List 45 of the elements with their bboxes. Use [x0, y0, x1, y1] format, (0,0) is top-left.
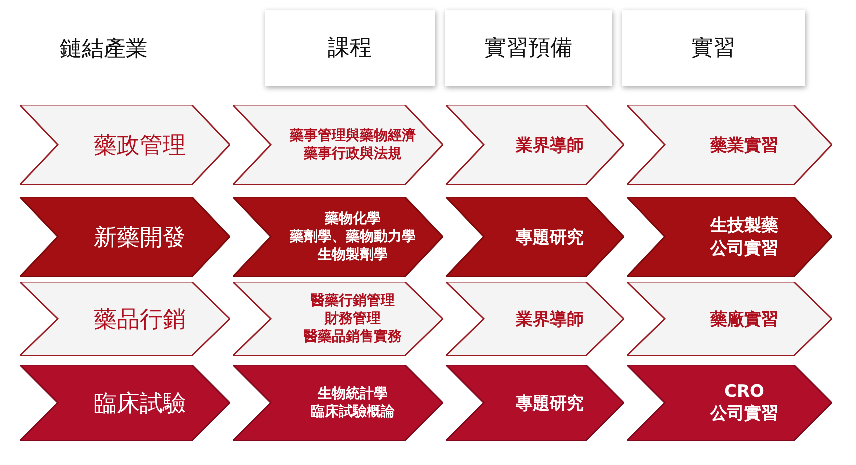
node-text: 業界導師	[516, 308, 584, 330]
node-text: 藥事管理與藥物經濟	[290, 127, 416, 145]
chevron-shape	[20, 105, 230, 185]
node-text: 實習預備	[484, 35, 572, 63]
chevron-shape	[627, 197, 832, 277]
chevron-shape	[627, 105, 832, 185]
chevron-shape	[233, 105, 443, 185]
node-text: 財務管理	[325, 310, 381, 328]
header-box	[622, 10, 805, 86]
node-text: 藥廠實習	[710, 308, 780, 330]
node-text: 藥品行銷	[94, 306, 186, 334]
node-text: 專題研究	[516, 226, 584, 248]
node-text: 臨床試驗概論	[311, 403, 395, 421]
column-heading: 鏈結產業	[60, 36, 148, 64]
node-text: 生技製藥公司實習	[709, 215, 780, 260]
node-text: 生物統計學	[318, 385, 388, 403]
chevron-shape	[20, 282, 230, 356]
node-text: 課程	[328, 35, 372, 63]
chevron-shape	[233, 365, 443, 441]
node-text: 新藥開發	[94, 224, 186, 252]
node-text: 生物製劑學	[318, 246, 388, 264]
chevron-shape	[20, 197, 230, 277]
node-text: CRO 公司實習	[709, 382, 780, 424]
chevron-shape	[20, 365, 230, 441]
node-text: 業界導師	[516, 134, 584, 156]
node-text: 藥事行政與法規	[304, 145, 402, 163]
node-text: 醫藥行銷管理	[311, 292, 395, 310]
header-box	[265, 10, 435, 86]
chevron-shape	[233, 282, 443, 356]
node-text: 藥物化學	[325, 210, 381, 228]
header-box	[445, 10, 612, 86]
node-text: 臨床試驗	[94, 390, 186, 418]
node-text: 藥業實習	[710, 134, 780, 156]
chevron-shape	[446, 282, 624, 356]
chevron-shape	[627, 282, 832, 356]
chevron-shape	[233, 197, 443, 277]
node-text: 醫藥品銷售實務	[304, 328, 402, 346]
node-text: 專題研究	[516, 392, 584, 414]
chevron-shape	[446, 197, 624, 277]
node-text: 藥劑學、藥物動力學	[290, 228, 416, 246]
chevron-shape	[446, 105, 624, 185]
node-text: 實習	[692, 35, 736, 63]
chevron-shape	[446, 365, 624, 441]
chevron-shape	[627, 365, 832, 441]
node-text: 藥政管理	[94, 132, 186, 160]
